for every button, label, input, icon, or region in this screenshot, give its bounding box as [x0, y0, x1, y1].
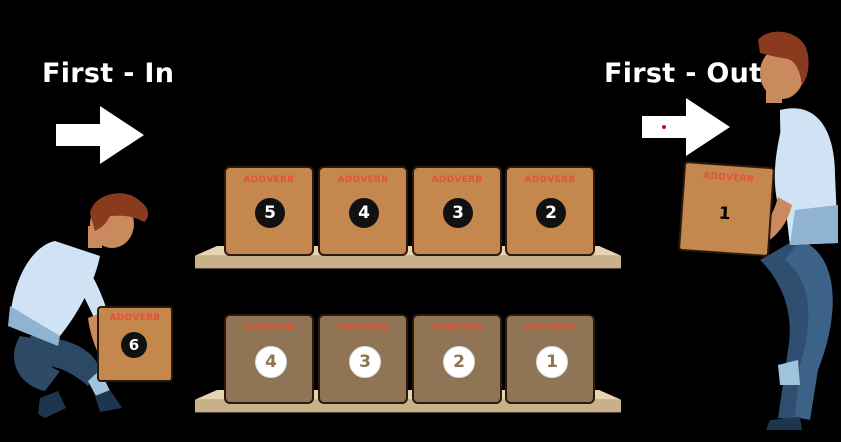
box-brand: ADDVERB — [524, 323, 576, 333]
box-number: 1 — [536, 346, 568, 378]
held-box-right: ADDVERB 1 — [677, 160, 776, 258]
box-bottom-1: ADDVERB 4 — [224, 314, 314, 404]
box-top-1: ADDVERB 5 — [224, 166, 314, 256]
box-number: 6 — [121, 332, 147, 358]
box-top-2: ADDVERB 4 — [318, 166, 408, 256]
box-brand: ADDVERB — [431, 323, 483, 333]
box-number: 4 — [349, 198, 379, 228]
box-brand: ADDVERB — [109, 313, 161, 323]
box-brand: ADDVERB — [702, 171, 755, 185]
worker-crouching-illustration — [8, 193, 149, 418]
box-number: 2 — [536, 198, 566, 228]
first-out-label: First - Out — [604, 58, 763, 89]
box-number: 1 — [718, 203, 732, 225]
held-box-left: ADDVERB 6 — [97, 306, 173, 382]
right-arrow-icon — [642, 98, 730, 156]
box-brand: ADDVERB — [524, 175, 576, 185]
box-number: 2 — [443, 346, 475, 378]
box-bottom-2: ADDVERB 3 — [318, 314, 408, 404]
box-brand: ADDVERB — [243, 175, 295, 185]
box-number: 4 — [255, 346, 287, 378]
box-top-4: ADDVERB 2 — [505, 166, 595, 256]
box-brand: ADDVERB — [337, 175, 389, 185]
box-number: 5 — [255, 198, 285, 228]
right-arrow-icon — [56, 106, 144, 164]
box-bottom-3: ADDVERB 2 — [412, 314, 502, 404]
box-brand: ADDVERB — [431, 175, 483, 185]
worker-standing-illustration — [740, 31, 838, 430]
box-top-3: ADDVERB 3 — [412, 166, 502, 256]
box-brand: ADDVERB — [243, 323, 295, 333]
first-in-label: First - In — [42, 58, 175, 89]
box-number: 3 — [349, 346, 381, 378]
box-number: 3 — [443, 198, 473, 228]
box-brand: ADDVERB — [337, 323, 389, 333]
box-bottom-4: ADDVERB 1 — [505, 314, 595, 404]
